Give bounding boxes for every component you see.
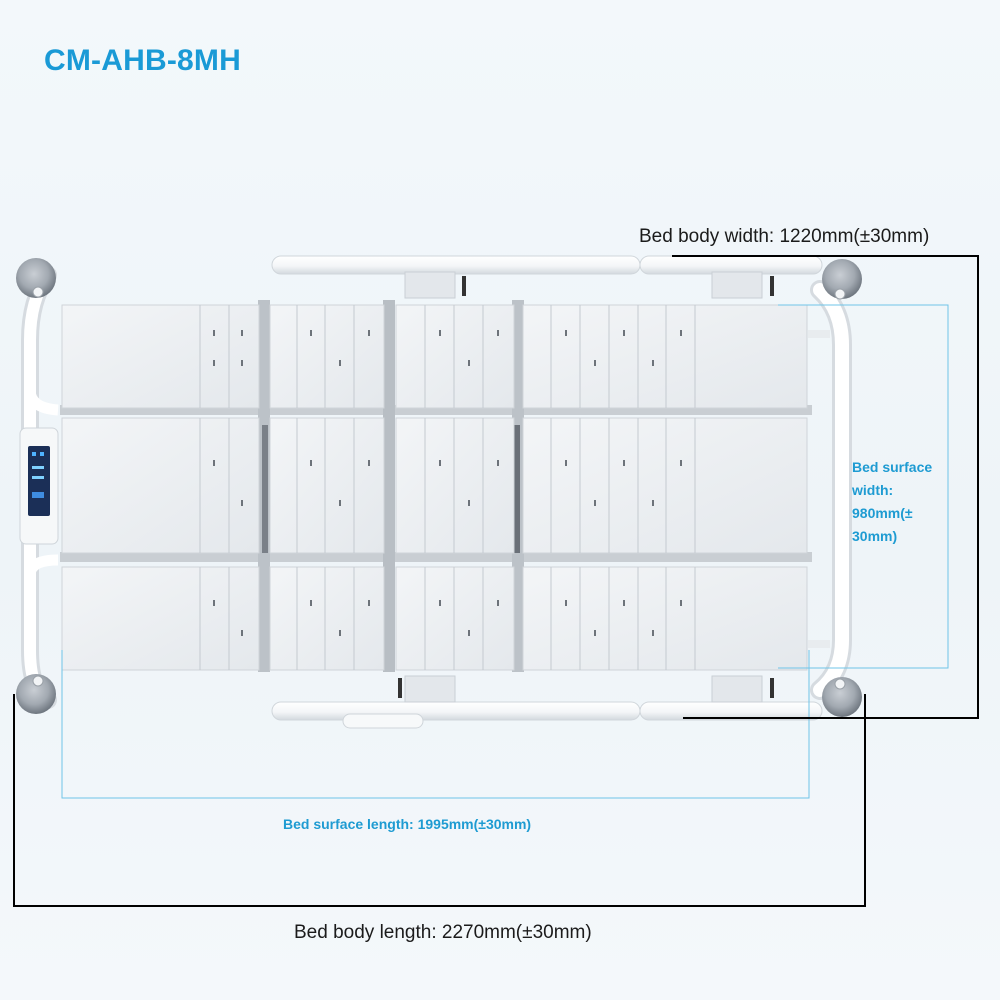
- right-frame-tube: [808, 280, 852, 700]
- bed-body-width-label: Bed body width: 1220mm(±30mm): [639, 226, 930, 247]
- caster-wheel-bottom-left: [16, 674, 56, 714]
- caster-wheel-top-left: [16, 258, 56, 298]
- surface-dimension-lines: [61, 304, 949, 799]
- product-model-title: CM-AHB-8MH: [44, 44, 241, 77]
- bed-surface-width-label: Bed surface width: 980mm(± 30mm): [852, 459, 933, 544]
- caster-wheel-bottom-right: [822, 677, 862, 717]
- headboard-control-panel: [19, 427, 59, 545]
- body-dimension-lines: [13, 255, 979, 907]
- bed-body-length-label: Bed body length: 2270mm(±30mm): [294, 922, 592, 943]
- caster-wheel-top-right: [822, 259, 862, 300]
- bottom-side-rails: [271, 675, 823, 729]
- deck-slat-seams: [199, 305, 696, 670]
- bed-surface-length-label: Bed surface length: 1995mm(±30mm): [283, 816, 532, 832]
- bed-deck: [61, 304, 808, 671]
- top-side-rails: [271, 255, 823, 299]
- deck-slot-marks: [213, 330, 682, 636]
